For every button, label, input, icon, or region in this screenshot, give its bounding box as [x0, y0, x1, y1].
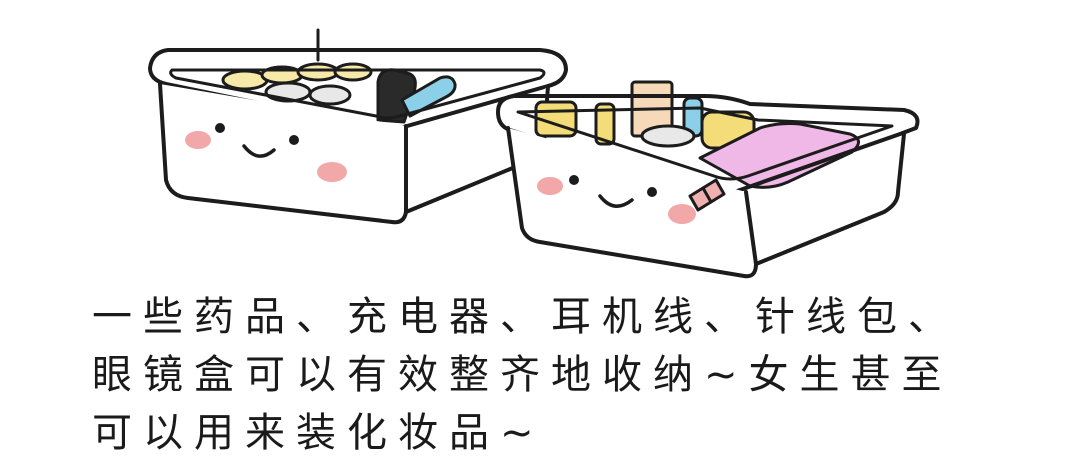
cosmetic-jar	[333, 62, 373, 82]
cosmetic-jar	[221, 69, 269, 91]
blue-bottle	[400, 75, 457, 118]
left-box-front	[158, 82, 408, 225]
white-jar	[640, 124, 696, 148]
caption-line-1: 一些药品、充电器、耳机线、针线包、	[92, 294, 959, 340]
yellow-bottle	[594, 102, 616, 146]
cosmetic-jar	[308, 84, 352, 106]
right-storage-box	[496, 80, 920, 279]
right-box-side	[754, 132, 906, 266]
bandage-icon	[688, 178, 726, 212]
cosmetic-jar	[296, 62, 340, 82]
storage-boxes-illustration	[148, 28, 920, 279]
left-box-face	[185, 123, 347, 182]
caption-line-3: 可以用来装化妆品~	[92, 410, 545, 456]
left-storage-box	[148, 28, 568, 225]
left-box-rim	[148, 48, 568, 132]
right-box-face	[537, 175, 726, 224]
left-box-items	[221, 28, 457, 124]
pink-pouch	[698, 122, 860, 189]
caption-line-2: 眼镜盒可以有效整齐地收纳~女生甚至	[92, 352, 953, 398]
caption-text: 一些药品、充电器、耳机线、针线包、 眼镜盒可以有效整齐地收纳~女生甚至 可以用来…	[92, 288, 1052, 462]
